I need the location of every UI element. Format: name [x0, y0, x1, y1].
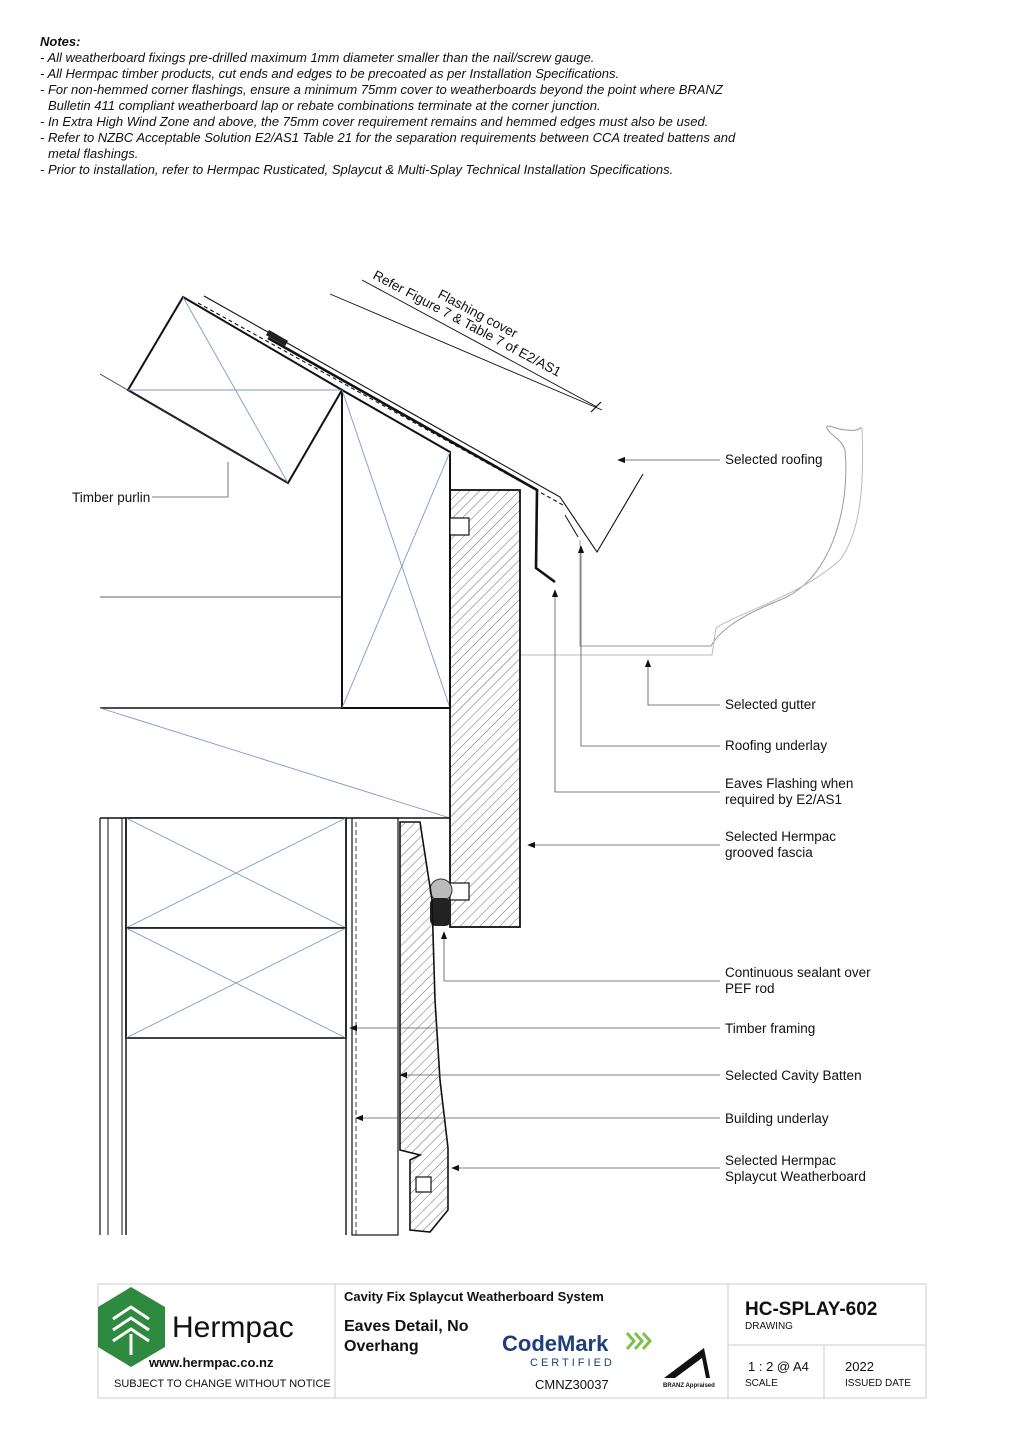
label-cavity-batten: Selected Cavity Batten — [725, 1068, 862, 1083]
label-building-underlay: Building underlay — [725, 1111, 829, 1126]
rafter-block — [341, 388, 451, 709]
detail-name-2: Overhang — [344, 1338, 419, 1355]
note-item: - All Hermpac timber products, cut ends … — [40, 66, 620, 81]
drawing-label: DRAWING — [745, 1321, 793, 1332]
scale-label: SCALE — [745, 1378, 778, 1389]
label-eaves-flashing-2: required by E2/AS1 — [725, 792, 842, 807]
note-item: - For non-hemmed corner flashings, ensur… — [40, 82, 723, 113]
label-sealant-1: Continuous sealant over — [725, 965, 871, 980]
underlay-end — [564, 514, 579, 538]
brand-website: www.hermpac.co.nz — [148, 1355, 274, 1370]
note-item: - Prior to installation, refer to Hermpa… — [40, 162, 674, 177]
timber-framing — [125, 817, 347, 1039]
leader-underlay — [577, 545, 720, 747]
note-item: - All weatherboard fixings pre-drilled m… — [40, 50, 595, 65]
hermpac-logo — [98, 1287, 165, 1367]
leader-eaves-flashing — [551, 589, 720, 793]
label-weatherboard-2: Splaycut Weatherboard — [725, 1169, 866, 1184]
scale-value: 1 : 2 @ A4 — [748, 1359, 809, 1374]
issued-value: 2022 — [845, 1359, 874, 1374]
notes-block: Notes: - All weatherboard fixings pre-dr… — [40, 34, 740, 178]
notes-title: Notes: — [40, 34, 81, 49]
pef-rod-sealant — [429, 878, 453, 926]
note-item: - Refer to NZBC Acceptable Solution E2/A… — [40, 130, 736, 161]
leader-timber-purlin — [152, 462, 229, 498]
codemark-certified: CERTIFIED — [530, 1357, 615, 1369]
cavity-batten — [351, 817, 399, 1236]
brand-name: Hermpac — [172, 1311, 294, 1344]
rafter-edge-line — [99, 373, 289, 484]
eaves-flashing — [265, 329, 556, 584]
timber-purlin — [126, 295, 344, 485]
cert-number: CMNZ30037 — [535, 1377, 609, 1392]
issued-label: ISSUED DATE — [845, 1378, 911, 1389]
disclaimer: SUBJECT TO CHANGE WITHOUT NOTICE — [114, 1378, 331, 1390]
label-timber-framing: Timber framing — [725, 1021, 815, 1036]
gutter-outline — [519, 427, 864, 656]
label-selected-roofing: Selected roofing — [725, 452, 823, 467]
detail-name-1: Eaves Detail, No — [344, 1318, 469, 1335]
drawing-number: HC-SPLAY-602 — [745, 1299, 877, 1320]
note-item: - In Extra High Wind Zone and above, the… — [40, 114, 709, 129]
roofing-sheet — [197, 295, 644, 554]
title-block: Hermpac www.hermpac.co.nz SUBJECT TO CHA… — [97, 1283, 927, 1399]
label-eaves-flashing-1: Eaves Flashing when — [725, 776, 853, 791]
codemark-logo: CodeMark CERTIFIED — [502, 1331, 652, 1369]
codemark-wordmark: CodeMark — [502, 1331, 609, 1356]
splaycut-weatherboard — [399, 821, 449, 1233]
top-plate-diagonal — [99, 707, 451, 819]
branz-appraised-mark: BRANZ Appraised — [663, 1348, 715, 1389]
label-selected-gutter: Selected gutter — [725, 697, 816, 712]
branz-label: BRANZ Appraised — [663, 1383, 715, 1389]
leader-gutter — [644, 659, 720, 706]
system-name: Cavity Fix Splaycut Weatherboard System — [344, 1289, 604, 1304]
selected-gutter-shape — [579, 425, 862, 647]
label-timber-purlin: Timber purlin — [72, 490, 150, 505]
label-fascia-1: Selected Hermpac — [725, 829, 836, 844]
grooved-fascia — [449, 489, 521, 928]
label-roofing-underlay: Roofing underlay — [725, 738, 827, 753]
label-fascia-2: grooved fascia — [725, 845, 813, 860]
label-weatherboard-1: Selected Hermpac — [725, 1153, 836, 1168]
label-sealant-2: PEF rod — [725, 981, 775, 996]
leader-sealant — [440, 931, 720, 982]
